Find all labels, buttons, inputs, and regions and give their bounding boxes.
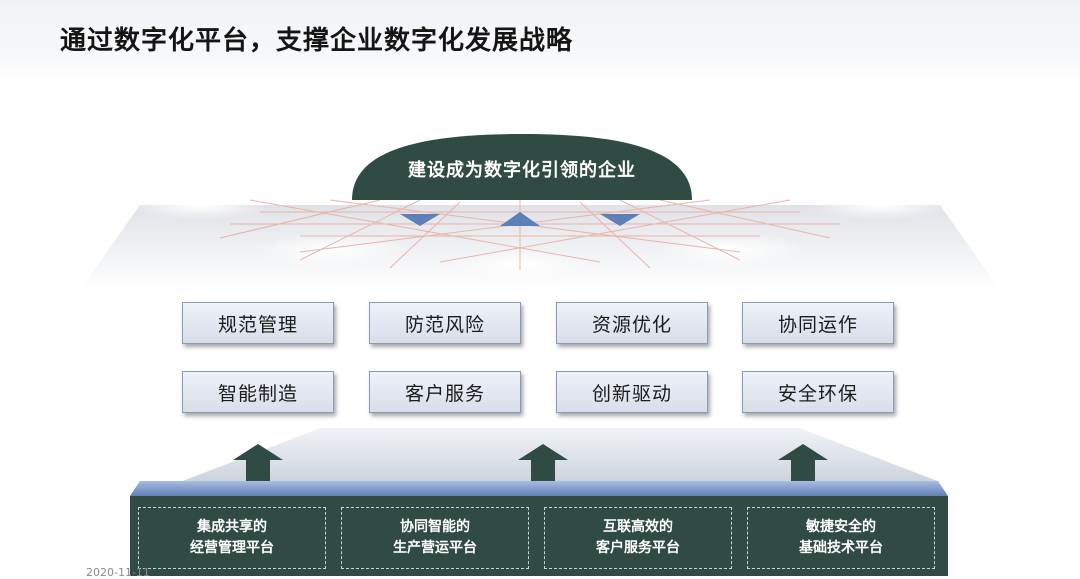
- platform-line1: 协同智能的: [400, 519, 470, 535]
- up-arrow: [778, 444, 828, 490]
- capability-box-smart-manufacturing: 智能制造: [182, 371, 334, 413]
- capability-box-customer-service: 客户服务: [369, 371, 521, 413]
- date-stamp: 2020-11-11: [86, 566, 150, 579]
- capability-box-innovation-driven: 创新驱动: [556, 371, 708, 413]
- goal-label: 建设成为数字化引领的企业: [408, 160, 636, 181]
- platform-line2: 经营管理平台: [190, 540, 274, 556]
- platform-cell-customer-service: 互联高效的 客户服务平台: [544, 507, 732, 569]
- platform-cell-production-operations: 协同智能的 生产营运平台: [341, 507, 529, 569]
- capability-box-collaborative-operation: 协同运作: [742, 302, 894, 344]
- platform-cell-technology-foundation: 敏捷安全的 基础技术平台: [747, 507, 935, 569]
- capability-box-safety-environment: 安全环保: [742, 371, 894, 413]
- goal-dome: [352, 134, 692, 200]
- capability-box-risk-prevention: 防范风险: [369, 302, 521, 344]
- light-beams: [400, 212, 640, 226]
- platform-cell-operations-management: 集成共享的 经营管理平台: [138, 507, 326, 569]
- platform-line1: 集成共享的: [197, 519, 267, 535]
- up-arrow: [518, 444, 568, 490]
- platform-line2: 客户服务平台: [596, 540, 680, 556]
- capability-box-resource-optimization: 资源优化: [556, 302, 708, 344]
- platform-line1: 敏捷安全的: [806, 519, 876, 535]
- page-title: 通过数字化平台，支撑企业数字化发展战略: [60, 26, 574, 56]
- platform-line2: 基础技术平台: [799, 540, 883, 556]
- platform-line2: 生产营运平台: [393, 540, 477, 556]
- up-arrow: [233, 444, 283, 490]
- platform-base: [130, 481, 948, 576]
- header-bar: [0, 0, 1080, 82]
- platform-line1: 互联高效的: [603, 519, 673, 535]
- capability-box-standard-management: 规范管理: [182, 302, 334, 344]
- foggy-ground: [80, 192, 1000, 290]
